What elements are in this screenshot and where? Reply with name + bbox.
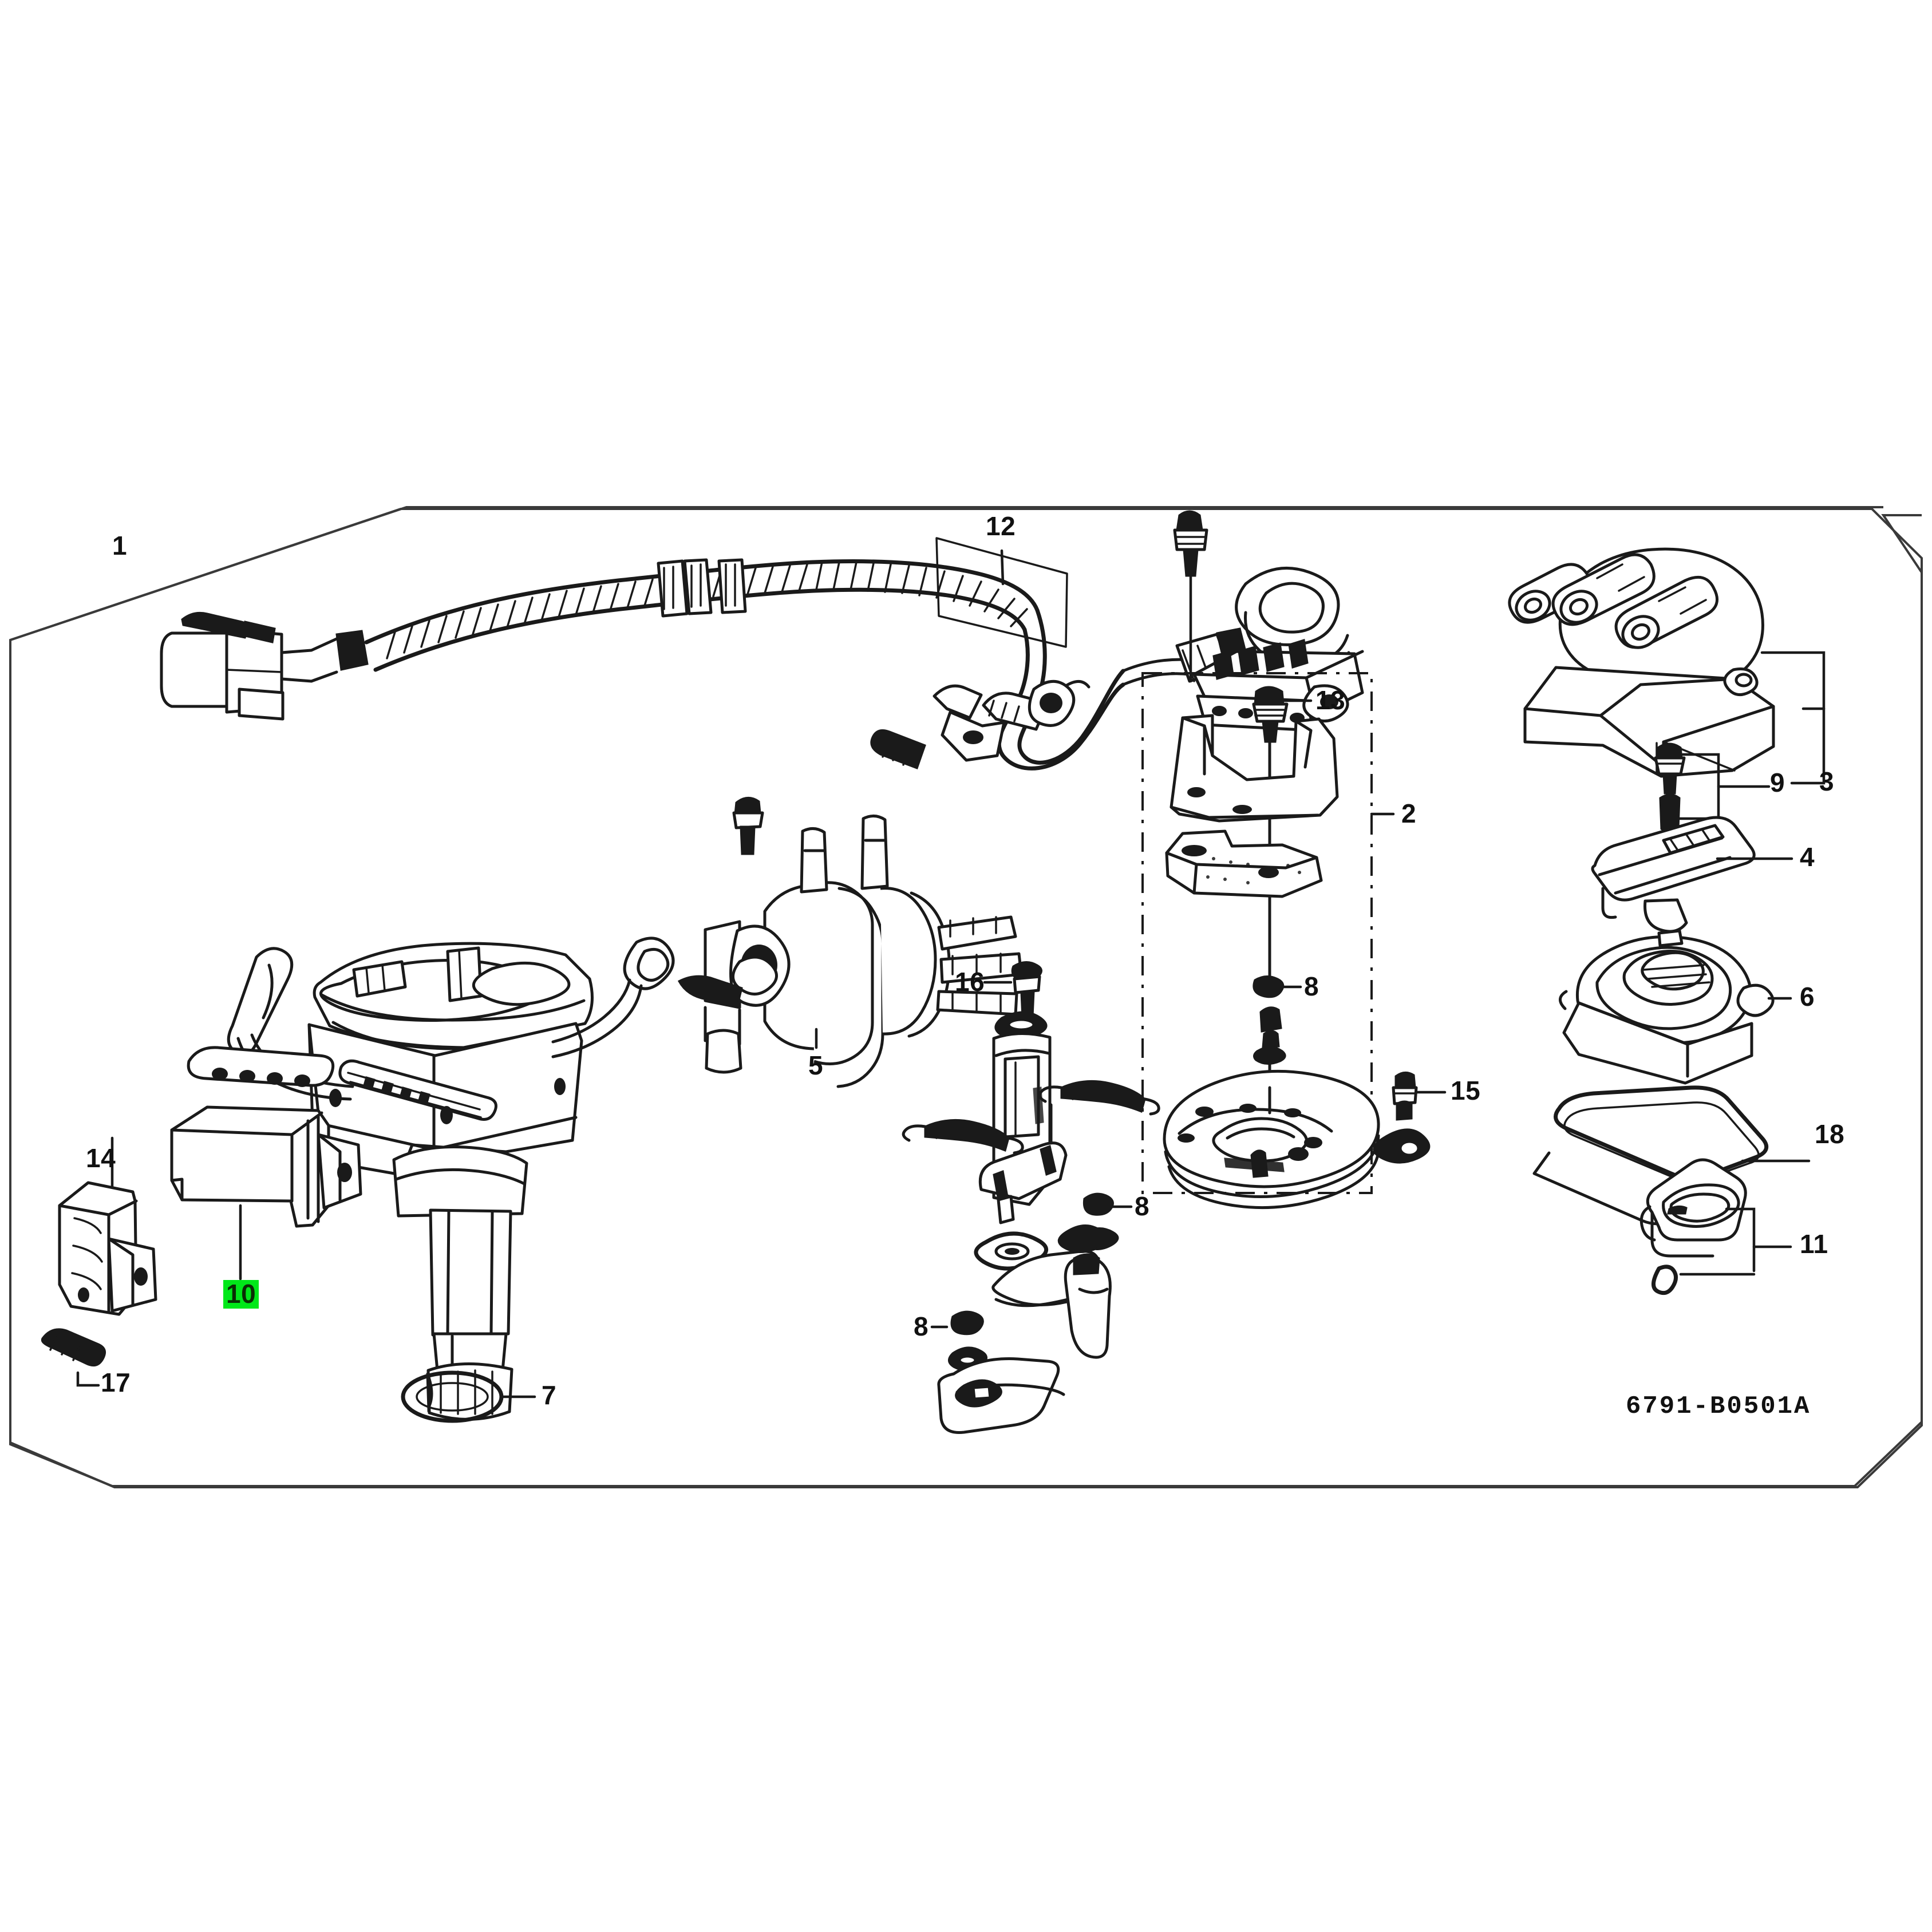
part-leak-cover (1559, 929, 1792, 1085)
callout-8-mid: 8 (1135, 1191, 1150, 1221)
callout-15: 15 (1451, 1076, 1481, 1105)
part-distributor-cap (1508, 547, 1826, 785)
governor-springs (902, 1080, 1160, 1155)
part-coupling-oring (1639, 1158, 1792, 1295)
part-shaft-bolt (974, 961, 1068, 1271)
part-pickup-screw (1373, 1072, 1447, 1164)
callout-13: 13 (1315, 685, 1346, 715)
callout-8-upper: 8 (1304, 971, 1319, 1001)
callout-11: 11 (1800, 1229, 1828, 1259)
part-distributor-housing (227, 937, 675, 1421)
part-reluctor-plate (1163, 1069, 1380, 1210)
harness-brackets (870, 679, 1091, 769)
callout-17: 17 (101, 1368, 131, 1397)
callout-9: 9 (1770, 768, 1785, 797)
callout-10-highlighted: 10 (223, 1280, 259, 1309)
diagram-frame (9, 506, 1923, 1488)
callout-14: 14 (86, 1143, 116, 1173)
part-control-unit-bracket (1165, 714, 1339, 898)
part-igniter-unit (170, 1046, 362, 1281)
group-2-dashed-box (1141, 672, 1395, 1194)
callout-7: 7 (542, 1380, 557, 1410)
callout-5: 5 (808, 1050, 824, 1080)
callout-1: 1 (112, 531, 128, 560)
part-o-ring (401, 1370, 536, 1423)
part-distributor-wire-lead (935, 537, 1068, 648)
part-wire-harness (160, 558, 1284, 771)
callout-8-lower: 8 (914, 1311, 929, 1341)
callout-18: 18 (1815, 1119, 1845, 1149)
part-cover-screw (41, 1328, 106, 1387)
governor-weights (937, 1224, 1112, 1434)
part-igniter-cover (58, 1136, 157, 1316)
callout-4: 4 (1800, 842, 1815, 872)
vacuum-mount-bolt (732, 797, 764, 855)
part-cap-screw-washer (1654, 742, 1771, 833)
part-rotor (1591, 816, 1793, 933)
part-vacuum-advance (677, 815, 1023, 1088)
callout-16: 16 (955, 967, 985, 997)
callout-3: 3 (1819, 767, 1835, 796)
drawing-number: 6791-B0501A (1626, 1392, 1811, 1421)
callout-6: 6 (1800, 982, 1815, 1012)
callout-2: 2 (1401, 799, 1417, 828)
callout-12: 12 (986, 511, 1016, 541)
